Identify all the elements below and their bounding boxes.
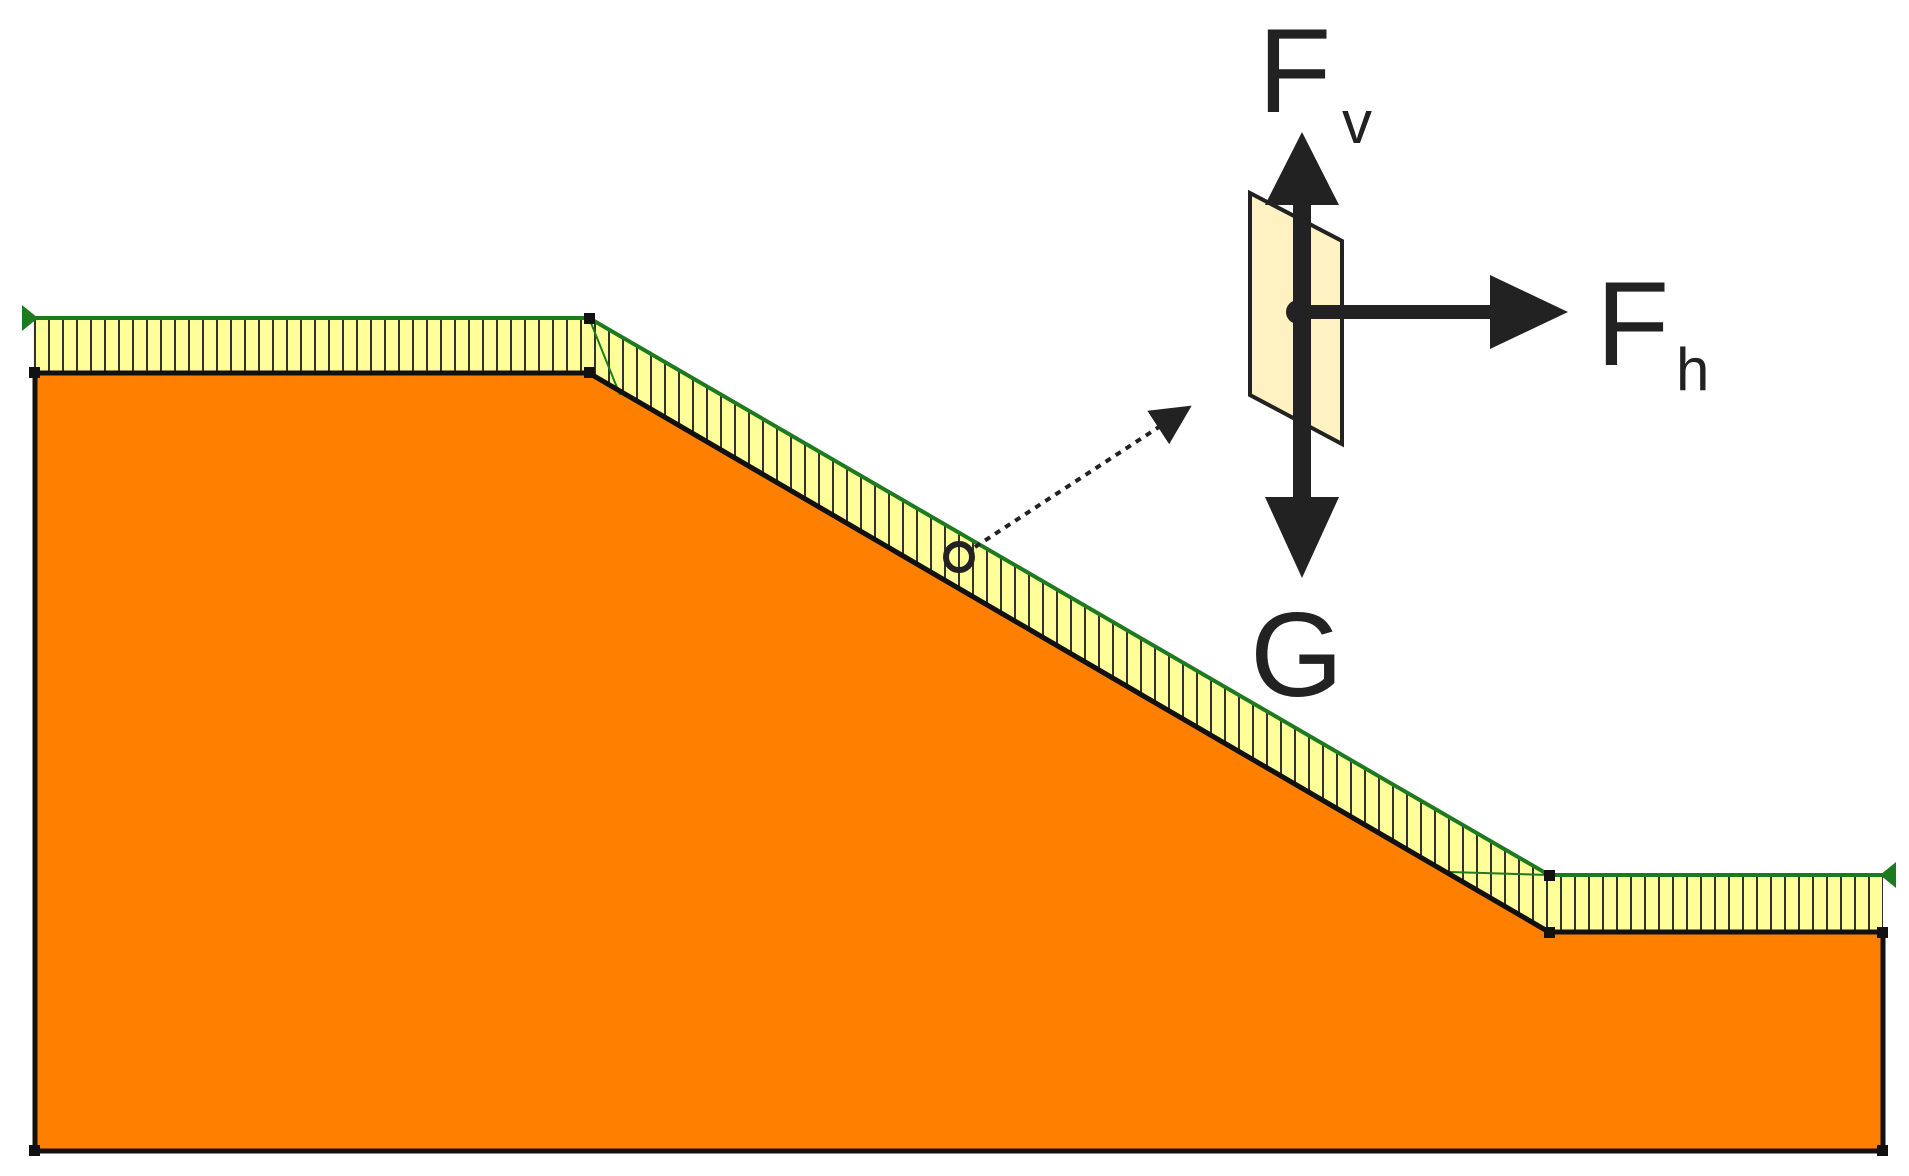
boundary-marker-left	[22, 305, 38, 331]
mesh-nodes	[29, 313, 1888, 1156]
force-arrows	[1265, 132, 1568, 578]
node	[1877, 927, 1888, 938]
force-origin	[1286, 300, 1310, 324]
fh-subscript: h	[1676, 336, 1709, 403]
selected-point-marker	[943, 541, 975, 573]
soil-body	[32, 370, 1886, 1154]
soil-top-boundary	[33, 370, 1883, 935]
node	[29, 367, 40, 378]
cover-top-boundary	[27, 316, 1890, 877]
node	[1544, 870, 1555, 881]
fv-arrowhead	[1265, 132, 1339, 205]
node	[29, 1145, 40, 1156]
green-connector-right	[1449, 871, 1550, 876]
fh-label: F	[1596, 257, 1669, 391]
node	[1544, 927, 1555, 938]
green-connector-left	[588, 317, 621, 396]
node	[1877, 1145, 1888, 1156]
fv-subscript: v	[1342, 89, 1372, 156]
boundary-marker-right	[1880, 862, 1896, 888]
fh-arrowhead	[1490, 275, 1568, 349]
g-arrowhead	[1265, 497, 1339, 578]
node	[584, 313, 595, 324]
fv-label: F	[1258, 4, 1331, 138]
g-label: G	[1250, 588, 1343, 722]
dotted-pointer-arrow	[973, 405, 1192, 549]
node	[584, 367, 595, 378]
